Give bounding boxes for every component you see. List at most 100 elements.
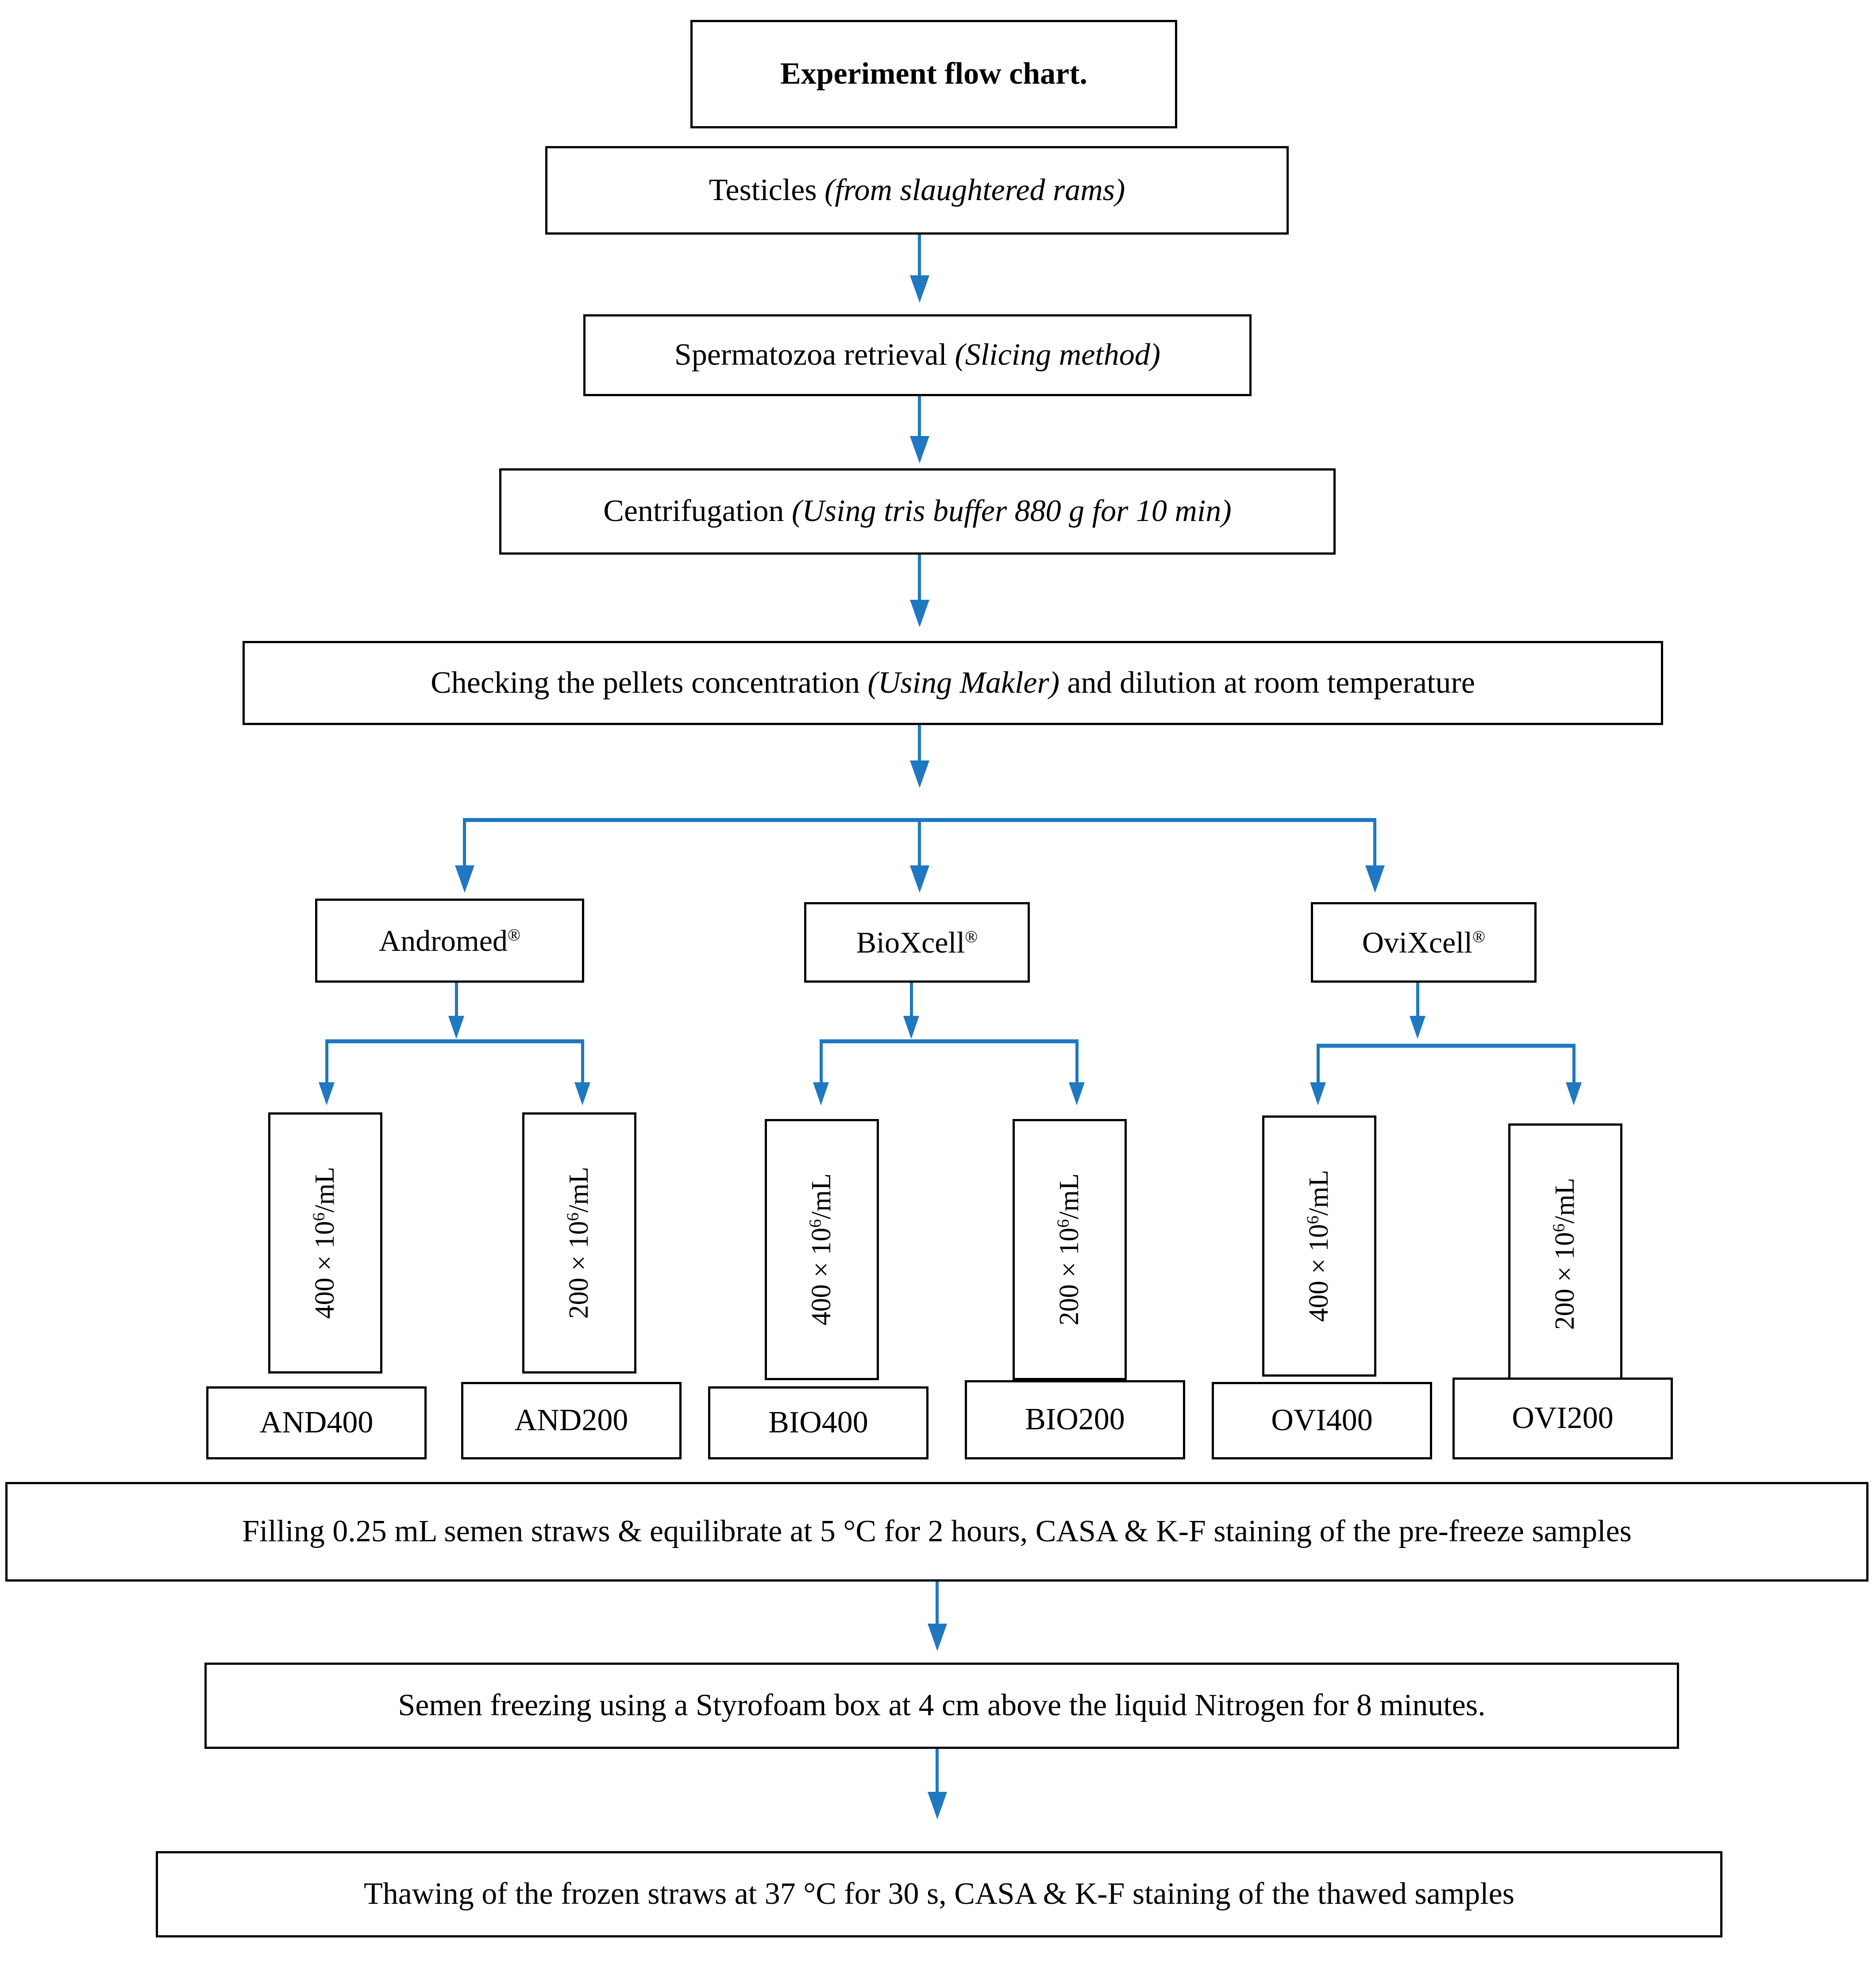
extender-label-andromed: Andromed® [371, 923, 528, 958]
extender-label-ovixcell: OviXcell® [1354, 925, 1493, 960]
registered-trademark-icon: ® [507, 926, 520, 945]
arrowhead-ovixcell-split [1410, 1016, 1425, 1039]
step-checking-box: Checking the pellets concentration (Usin… [243, 641, 1663, 725]
split-branch-bio400 [820, 1039, 823, 1088]
concentration-label-and200: 200 × 106/mL [563, 1167, 594, 1319]
step-freezing-label: Semen freezing using a Styrofoam box at … [398, 1688, 1486, 1723]
connector-retrieval-to-centrifugation [918, 396, 921, 447]
extender-box-andromed: Andromed® [315, 899, 584, 983]
step-testicles-main: Testicles [709, 173, 825, 207]
arrowhead-to-ovi200 [1566, 1082, 1582, 1105]
arrowhead-freezing-to-thawing [928, 1792, 947, 1819]
split-bar-bioxcell [820, 1039, 1079, 1043]
split-branch-ovi400 [1317, 1044, 1320, 1088]
arrowhead-bioxcell-split [903, 1016, 919, 1039]
page-title: Experiment flow chart. [780, 57, 1088, 91]
group-label-and400: AND400 [259, 1405, 374, 1440]
step-centrifugation-main: Centrifugation [603, 494, 792, 529]
connector-ovixcell-to-split [1416, 983, 1419, 1025]
split-bar-ovixcell [1317, 1044, 1576, 1048]
group-label-bio400: BIO400 [768, 1405, 868, 1440]
split-branch-and200 [581, 1039, 584, 1088]
step-filling-label: Filling 0.25 mL semen straws & equilibra… [242, 1514, 1632, 1549]
concentration-label-ovi200: 200 × 106/mL [1549, 1178, 1580, 1330]
step-thawing-label: Thawing of the frozen straws at 37 °C fo… [363, 1877, 1515, 1911]
extender-box-bioxcell: BioXcell® [804, 902, 1030, 983]
registered-trademark-icon: ® [965, 927, 978, 946]
step-centrifugation-label: Centrifugation (Using tris buffer 880 g … [595, 494, 1239, 529]
arrowhead-to-ovixcell [1365, 865, 1385, 893]
concentration-box-ovi400: 400 × 106/mL [1262, 1115, 1376, 1377]
step-checking-tail: and dilution at room temperature [1059, 665, 1475, 700]
group-label-ovi200: OVI200 [1512, 1401, 1614, 1435]
step-retrieval-label: Spermatozoa retrieval (Slicing method) [666, 337, 1168, 373]
step-retrieval-main: Spermatozoa retrieval [674, 338, 955, 372]
group-box-and200: AND200 [461, 1382, 682, 1459]
arrowhead-to-bio400 [813, 1082, 829, 1105]
split-bar-andromed [325, 1039, 584, 1043]
step-filling-box: Filling 0.25 mL semen straws & equilibra… [5, 1482, 1868, 1582]
group-box-bio400: BIO400 [708, 1386, 928, 1459]
step-retrieval-note: (Slicing method) [955, 338, 1161, 372]
extender-name-ovixcell: OviXcell [1362, 925, 1473, 959]
arrowhead-checking-to-split [910, 760, 929, 788]
concentration-box-bio200: 200 × 106/mL [1013, 1119, 1127, 1380]
flowchart-title-box: Experiment flow chart. [690, 20, 1177, 128]
step-centrifugation-note: (Using tris buffer 880 g for 10 min) [792, 494, 1232, 529]
group-box-ovi400: OVI400 [1212, 1382, 1432, 1459]
split-branch-ovi200 [1572, 1044, 1576, 1088]
group-label-and200: AND200 [514, 1403, 628, 1438]
step-checking-label: Checking the pellets concentration (Usin… [423, 665, 1483, 701]
concentration-box-and400: 400 × 106/mL [268, 1112, 382, 1374]
step-checking-main: Checking the pellets concentration [431, 665, 868, 700]
connector-checking-to-split [918, 725, 921, 767]
connector-centrifugation-to-checking [918, 555, 921, 612]
concentration-label-and400: 400 × 106/mL [309, 1167, 340, 1319]
step-thawing-box: Thawing of the frozen straws at 37 °C fo… [156, 1851, 1722, 1937]
step-testicles-note: (from slaughtered rams) [824, 173, 1125, 207]
arrowhead-to-bio200 [1069, 1082, 1085, 1105]
concentration-label-bio200: 200 × 106/mL [1054, 1173, 1085, 1326]
arrowhead-to-and400 [319, 1082, 335, 1105]
split-branch-right-ovixcell [1373, 818, 1376, 880]
step-checking-note: (Using Makler) [867, 665, 1060, 700]
extender-box-ovixcell: OviXcell® [1311, 902, 1537, 983]
arrowhead-to-bioxcell [910, 865, 929, 893]
arrowhead-to-and200 [574, 1082, 590, 1105]
arrowhead-to-ovi400 [1310, 1082, 1326, 1105]
step-freezing-box: Semen freezing using a Styrofoam box at … [204, 1663, 1679, 1749]
arrowhead-retrieval-to-centrifugation [910, 436, 929, 463]
group-box-ovi200: OVI200 [1452, 1378, 1673, 1459]
split-branch-left-andromed [463, 818, 466, 880]
step-centrifugation-box: Centrifugation (Using tris buffer 880 g … [499, 468, 1336, 555]
step-retrieval-box: Spermatozoa retrieval (Slicing method) [583, 314, 1252, 396]
split-branch-and400 [325, 1039, 328, 1088]
extender-name-bioxcell: BioXcell [856, 925, 965, 959]
split-branch-bio200 [1075, 1039, 1079, 1088]
arrowhead-testicles-to-retrieval [910, 275, 929, 303]
concentration-label-bio400: 400 × 106/mL [806, 1173, 837, 1326]
group-label-bio200: BIO200 [1025, 1402, 1125, 1437]
connector-andromed-to-split [455, 983, 458, 1025]
arrowhead-centrifugation-to-checking [910, 600, 929, 627]
connector-filling-to-freezing [936, 1582, 939, 1637]
concentration-box-bio400: 400 × 106/mL [765, 1119, 879, 1380]
extender-label-bioxcell: BioXcell® [848, 925, 986, 960]
group-box-and400: AND400 [206, 1386, 427, 1459]
group-box-bio200: BIO200 [965, 1380, 1185, 1459]
connector-freezing-to-thawing [936, 1749, 939, 1804]
connector-testicles-to-retrieval [918, 235, 921, 288]
concentration-label-ovi400: 400 × 106/mL [1303, 1170, 1334, 1322]
arrowhead-to-andromed [455, 865, 474, 893]
arrowhead-andromed-split [448, 1016, 464, 1039]
step-testicles-box: Testicles (from slaughtered rams) [545, 146, 1289, 235]
group-label-ovi400: OVI400 [1271, 1403, 1373, 1438]
extender-name-andromed: Andromed [379, 923, 508, 957]
split-branch-mid-bioxcell [918, 818, 921, 880]
concentration-box-and200: 200 × 106/mL [522, 1112, 636, 1374]
connector-bioxcell-to-split [910, 983, 913, 1025]
registered-trademark-icon: ® [1472, 927, 1486, 946]
concentration-box-ovi200: 200 × 106/mL [1508, 1123, 1622, 1385]
arrowhead-filling-to-freezing [928, 1624, 947, 1651]
